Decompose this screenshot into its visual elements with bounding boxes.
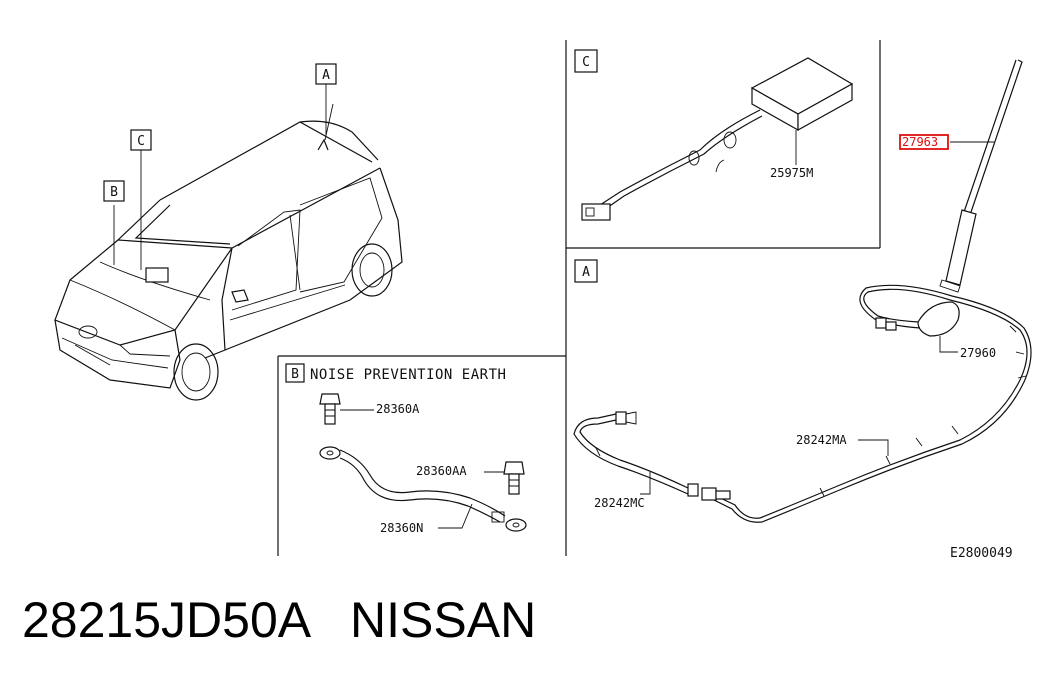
caption: 28215JD50A NISSAN bbox=[22, 595, 536, 645]
antenna-rod: 27963 bbox=[899, 59, 1023, 293]
callout-letter-b: B bbox=[110, 185, 118, 200]
part-label-28242MA: 28242MA bbox=[796, 433, 847, 447]
callout-box-b bbox=[103, 180, 125, 202]
part-label-28360A: 28360A bbox=[376, 402, 420, 416]
callout-box-c bbox=[130, 129, 152, 151]
part-label-28360AA: 28360AA bbox=[416, 464, 467, 478]
section-a: A 27960 28242MA 28242MC bbox=[573, 259, 1032, 523]
parts-diagram: A C B C 25975M bbox=[54, 40, 1032, 561]
section-c: C 25975M bbox=[574, 49, 854, 221]
caption-part-number: 28215JD50A bbox=[22, 592, 309, 648]
callout-letter-a: A bbox=[322, 68, 330, 83]
section-b: B NOISE PREVENTION EARTH 28360A 28360AA … bbox=[285, 363, 527, 535]
section-c-letter: C bbox=[582, 55, 590, 70]
caption-brand: NISSAN bbox=[350, 592, 537, 648]
section-b-title: NOISE PREVENTION EARTH bbox=[310, 367, 506, 383]
section-b-letter: B bbox=[291, 367, 299, 382]
highlight-box bbox=[899, 134, 949, 150]
part-label-28242MC: 28242MC bbox=[594, 496, 645, 510]
part-label-28360N: 28360N bbox=[380, 521, 423, 535]
callout-box-a bbox=[315, 63, 337, 85]
part-label-25975M: 25975M bbox=[770, 166, 813, 180]
callout-letter-c: C bbox=[137, 134, 145, 149]
section-a-letter: A bbox=[582, 265, 590, 280]
diagram-code: E2800049 bbox=[950, 546, 1013, 561]
vehicle-illustration: A C B bbox=[54, 63, 403, 401]
section-frames bbox=[277, 40, 881, 556]
part-label-27960: 27960 bbox=[960, 346, 996, 360]
part-label-highlighted: 27963 bbox=[902, 135, 938, 149]
